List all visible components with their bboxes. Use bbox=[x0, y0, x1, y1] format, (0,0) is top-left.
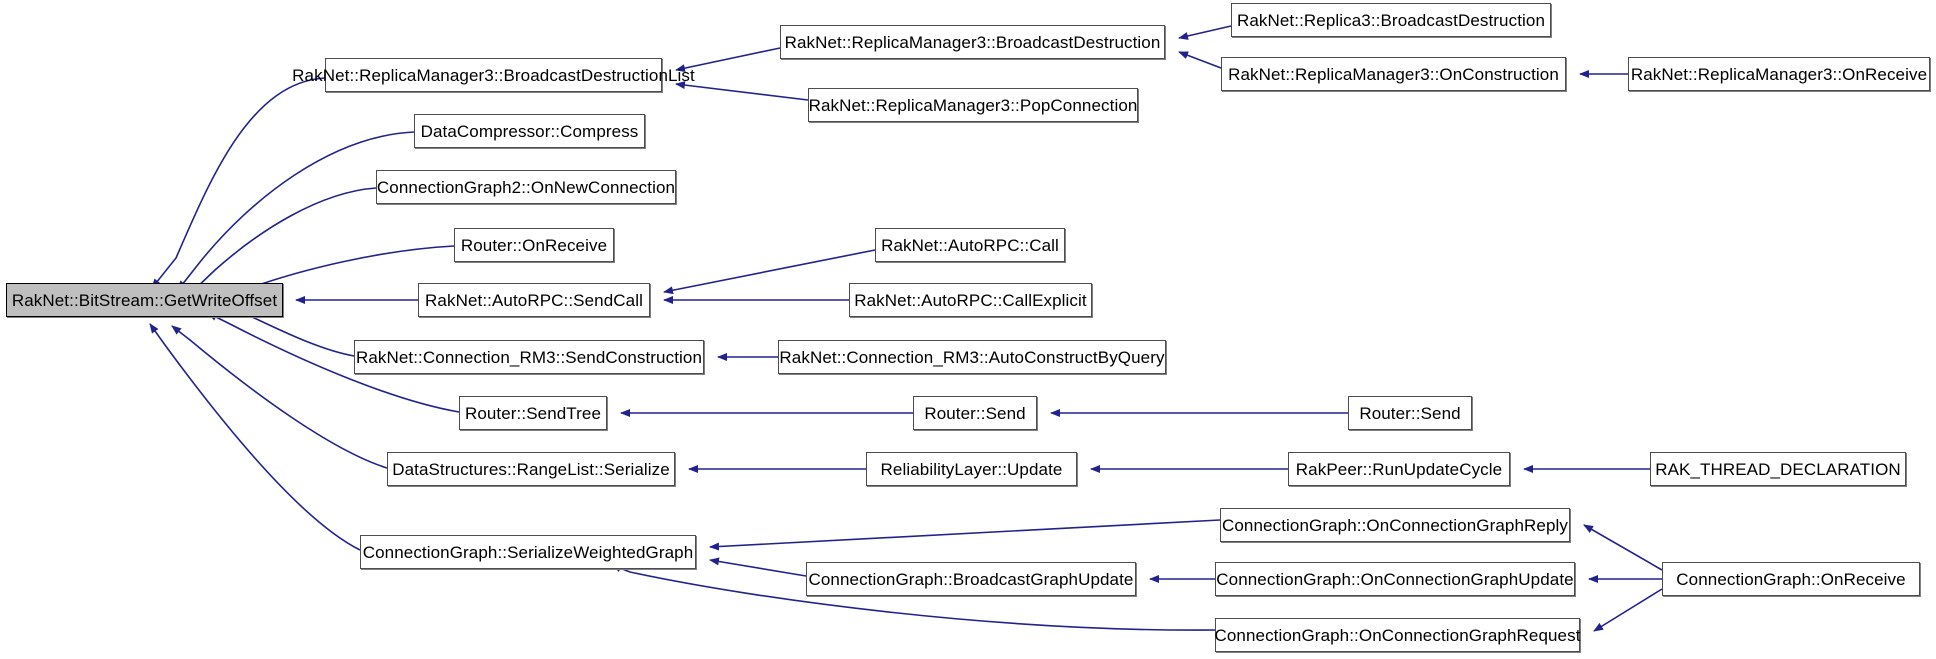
graph-node[interactable]: RakNet::AutoRPC::CallExplicit bbox=[849, 283, 1092, 317]
graph-node-label: ConnectionGraph::SerializeWeightedGraph bbox=[362, 542, 694, 562]
graph-node-label: RakNet::ReplicaManager3::BroadcastDestru… bbox=[784, 32, 1161, 52]
graph-node[interactable]: RakPeer::RunUpdateCycle bbox=[1288, 452, 1510, 486]
graph-node[interactable]: ConnectionGraph2::OnNewConnection bbox=[376, 170, 676, 204]
graph-node[interactable]: RakNet::ReplicaManager3::PopConnection bbox=[808, 88, 1138, 122]
graph-node-label: RakNet::Connection_RM3::SendConstruction bbox=[355, 347, 703, 367]
graph-node-label: RakNet::AutoRPC::Call bbox=[881, 235, 1059, 255]
graph-node[interactable]: ReliabilityLayer::Update bbox=[866, 452, 1077, 486]
graph-edge bbox=[1583, 524, 1663, 571]
graph-node-label: RakNet::Connection_RM3::AutoConstructByQ… bbox=[779, 347, 1165, 367]
graph-node-label: RakNet::ReplicaManager3::BroadcastDestru… bbox=[292, 65, 695, 85]
graph-node-label: ConnectionGraph2::OnNewConnection bbox=[376, 177, 676, 197]
graph-edge bbox=[675, 81, 809, 101]
graph-node[interactable]: RakNet::AutoRPC::SendCall bbox=[418, 283, 650, 317]
graph-edge bbox=[709, 519, 1221, 551]
graph-node[interactable]: RakNet::ReplicaManager3::OnConstruction bbox=[1221, 57, 1566, 91]
graph-node[interactable]: ConnectionGraph::BroadcastGraphUpdate bbox=[806, 562, 1136, 596]
graph-node-label: RakNet::ReplicaManager3::OnReceive bbox=[1630, 64, 1928, 84]
graph-node-label: ConnectionGraph::OnConnectionGraphUpdate bbox=[1216, 569, 1574, 589]
graph-node[interactable]: RakNet::AutoRPC::Call bbox=[875, 228, 1065, 262]
graph-node-label: ConnectionGraph::OnConnectionGraphReply bbox=[1222, 515, 1568, 535]
graph-node[interactable]: DataStructures::RangeList::Serialize bbox=[387, 452, 675, 486]
graph-node[interactable]: ConnectionGraph::OnReceive bbox=[1662, 562, 1920, 596]
graph-node[interactable]: RakNet::ReplicaManager3::OnReceive bbox=[1628, 57, 1930, 91]
graph-node-label: ConnectionGraph::OnReceive bbox=[1676, 569, 1906, 589]
graph-node-label: RakNet::AutoRPC::SendCall bbox=[425, 290, 643, 310]
graph-node[interactable]: RakNet::ReplicaManager3::BroadcastDestru… bbox=[780, 25, 1165, 59]
graph-node[interactable]: RakNet::Connection_RM3::AutoConstructByQ… bbox=[778, 340, 1166, 374]
graph-edge bbox=[1593, 588, 1663, 632]
graph-edge bbox=[177, 131, 415, 291]
graph-node-label: RakNet::Replica3::BroadcastDestruction bbox=[1236, 10, 1546, 30]
graph-node[interactable]: DataCompressor::Compress bbox=[414, 114, 645, 148]
graph-node-label: RakNet::BitStream::GetWriteOffset bbox=[11, 290, 278, 310]
graph-node[interactable]: RakNet::Replica3::BroadcastDestruction bbox=[1231, 3, 1551, 37]
graph-node-label: DataStructures::RangeList::Serialize bbox=[392, 459, 670, 479]
graph-node[interactable]: RAK_THREAD_DECLARATION bbox=[1650, 452, 1906, 486]
graph-node-root[interactable]: RakNet::BitStream::GetWriteOffset bbox=[6, 283, 283, 317]
graph-edge bbox=[709, 557, 807, 577]
graph-node[interactable]: ConnectionGraph::OnConnectionGraphUpdate bbox=[1215, 562, 1575, 596]
graph-edge bbox=[663, 249, 876, 295]
graph-edge bbox=[1178, 25, 1232, 40]
graph-node-label: Router::SendTree bbox=[464, 403, 602, 423]
graph-node[interactable]: Router::Send bbox=[1348, 396, 1472, 430]
graph-node-label: ReliabilityLayer::Update bbox=[880, 459, 1063, 479]
graph-node[interactable]: ConnectionGraph::OnConnectionGraphReques… bbox=[1214, 618, 1581, 652]
graph-node-label: RakPeer::RunUpdateCycle bbox=[1295, 459, 1503, 479]
graph-node-label: Router::Send bbox=[924, 403, 1026, 423]
graph-node[interactable]: RakNet::ReplicaManager3::BroadcastDestru… bbox=[292, 58, 695, 92]
graph-node[interactable]: Router::SendTree bbox=[459, 396, 607, 430]
graph-edge bbox=[151, 77, 326, 289]
graph-node[interactable]: ConnectionGraph::OnConnectionGraphReply bbox=[1220, 508, 1570, 542]
graph-node[interactable]: RakNet::Connection_RM3::SendConstruction bbox=[354, 340, 704, 374]
graph-node-label: RAK_THREAD_DECLARATION bbox=[1655, 459, 1901, 479]
graph-node-label: RakNet::AutoRPC::CallExplicit bbox=[854, 290, 1087, 310]
graph-node-label: RakNet::ReplicaManager3::PopConnection bbox=[808, 95, 1138, 115]
graph-node[interactable]: ConnectionGraph::SerializeWeightedGraph bbox=[360, 535, 696, 569]
graph-node-label: ConnectionGraph::BroadcastGraphUpdate bbox=[808, 569, 1134, 589]
graph-edge bbox=[675, 47, 781, 73]
graph-node-label: Router::Send bbox=[1359, 403, 1461, 423]
graph-node[interactable]: Router::Send bbox=[913, 396, 1037, 430]
graph-node[interactable]: Router::OnReceive bbox=[454, 228, 614, 262]
graph-edge bbox=[191, 187, 377, 293]
graph-node-label: DataCompressor::Compress bbox=[420, 121, 639, 141]
graph-edge bbox=[1178, 51, 1222, 69]
graph-node-label: ConnectionGraph::OnConnectionGraphReques… bbox=[1214, 625, 1581, 645]
graph-edge bbox=[149, 323, 361, 551]
graph-node-label: RakNet::ReplicaManager3::OnConstruction bbox=[1228, 64, 1559, 84]
graph-node-label: Router::OnReceive bbox=[460, 235, 608, 255]
